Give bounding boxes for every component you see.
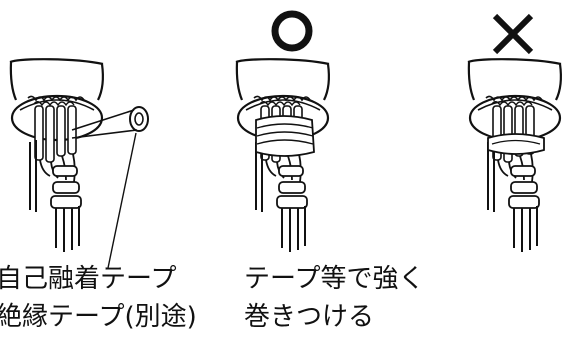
leader-line [107,132,137,269]
correct-mark-icon [271,10,313,52]
caption-tape-wrap-line1: テープ等で強く [244,264,425,294]
fixture-correct [234,58,331,254]
caption-insulating-tape: 絶縁テープ(別途) [0,302,197,332]
tape-roll-icon [71,106,149,139]
incorrect-mark-icon [492,13,534,55]
caption-tape-wrap-line2: 巻きつける [244,302,375,332]
fixture-wrong [466,58,563,254]
caption-self-fusing-tape: 自己融着テープ [0,264,177,294]
fixture-left [8,58,149,269]
